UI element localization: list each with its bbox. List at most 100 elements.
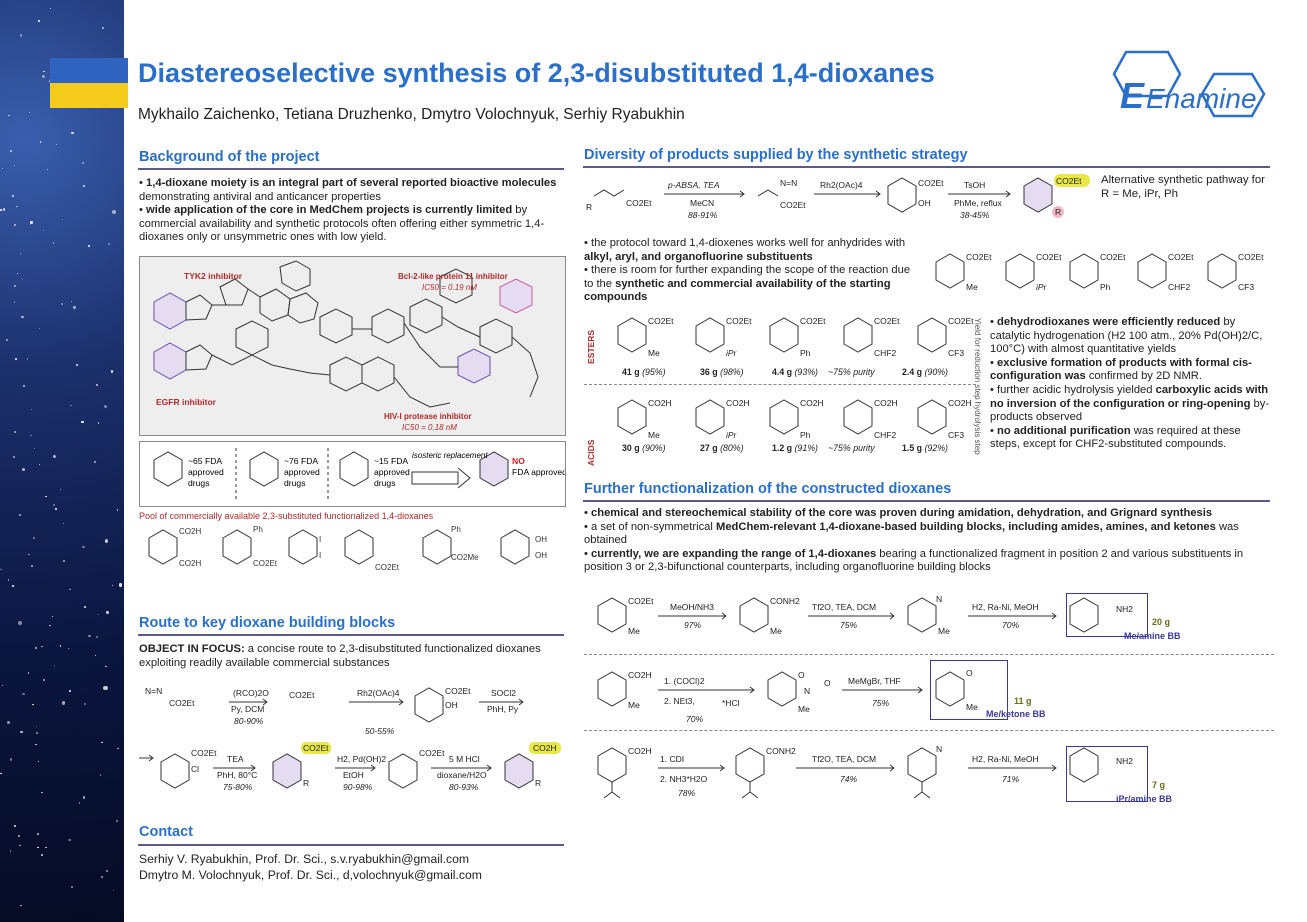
- svg-text:isosteric replacement: isosteric replacement: [412, 451, 488, 460]
- svg-text:R: R: [586, 202, 592, 212]
- star-icon: [83, 184, 86, 188]
- star-icon: [2, 167, 4, 169]
- star-icon: [37, 846, 39, 849]
- star-icon: [101, 741, 103, 744]
- svg-text:I: I: [319, 551, 321, 560]
- svg-text:Me: Me: [628, 700, 640, 710]
- svg-text:iPr: iPr: [1036, 282, 1048, 292]
- acids-label: ACIDS: [586, 439, 596, 466]
- svg-text:CO2Et: CO2Et: [626, 198, 652, 208]
- svg-text:N: N: [936, 594, 942, 604]
- svg-text:CO2Et: CO2Et: [191, 748, 217, 758]
- svg-text:1.2 g (91%): 1.2 g (91%): [772, 443, 818, 453]
- svg-text:NH2: NH2: [1116, 604, 1133, 614]
- star-icon: [17, 835, 20, 838]
- svg-text:CONH2: CONH2: [766, 746, 796, 756]
- star-icon: [9, 850, 12, 852]
- space-sidebar: [0, 0, 124, 922]
- me-ketone-bb-box: [930, 660, 1008, 720]
- star-icon: [59, 488, 61, 491]
- svg-text:CO2H: CO2H: [874, 398, 898, 408]
- star-icon: [54, 507, 57, 511]
- svg-text:2. NEt3,: 2. NEt3,: [664, 696, 695, 706]
- svg-text:CO2Et: CO2Et: [303, 743, 329, 753]
- svg-text:75-80%: 75-80%: [223, 782, 253, 792]
- svg-text:CO2Et: CO2Et: [169, 698, 195, 708]
- svg-text:CO2Me: CO2Me: [451, 553, 479, 562]
- star-icon: [35, 743, 38, 746]
- svg-text:75%: 75%: [840, 620, 857, 630]
- svg-text:CO2Et: CO2Et: [780, 200, 806, 210]
- svg-text:approved: approved: [374, 467, 410, 477]
- svg-text:O: O: [966, 668, 973, 678]
- star-icon: [70, 885, 73, 888]
- star-icon: [37, 19, 40, 22]
- svg-text:CO2H: CO2H: [726, 398, 750, 408]
- star-icon: [53, 504, 55, 507]
- star-icon: [29, 220, 34, 225]
- svg-text:CHF2: CHF2: [874, 430, 896, 440]
- star-icon: [0, 568, 3, 571]
- star-icon: [116, 820, 119, 823]
- star-icon: [21, 315, 24, 319]
- star-icon: [32, 703, 34, 705]
- svg-text:H2, Pd(OH)2: H2, Pd(OH)2: [337, 754, 386, 764]
- svg-text:NH2: NH2: [1116, 756, 1133, 766]
- svg-text:80-90%: 80-90%: [234, 716, 264, 726]
- star-icon: [39, 140, 42, 143]
- svg-text:drugs: drugs: [284, 478, 306, 488]
- star-icon: [93, 461, 96, 464]
- svg-text:97%: 97%: [684, 620, 701, 630]
- svg-text:TYK2 inhibitor: TYK2 inhibitor: [184, 271, 243, 281]
- star-icon: [82, 162, 84, 164]
- me-amine-bb-box: [1066, 593, 1148, 637]
- star-icon: [16, 272, 19, 274]
- svg-text:CO2Et: CO2Et: [375, 563, 400, 572]
- svg-text:~15 FDA: ~15 FDA: [374, 456, 408, 466]
- esters-label: ESTERS: [586, 329, 596, 364]
- svg-text:OH: OH: [535, 551, 547, 560]
- svg-text:CF3: CF3: [948, 348, 964, 358]
- star-icon: [88, 634, 91, 637]
- reduction-bullets: • dehydrodioxanes were efficiently reduc…: [990, 316, 1270, 451]
- star-icon: [22, 468, 26, 471]
- star-icon: [13, 301, 15, 303]
- svg-text:CF3: CF3: [1238, 282, 1254, 292]
- star-icon: [36, 833, 39, 836]
- star-icon: [26, 358, 29, 360]
- star-icon: [49, 7, 52, 10]
- svg-text:2.4 g (90%): 2.4 g (90%): [902, 367, 948, 377]
- svg-text:CONH2: CONH2: [770, 596, 800, 606]
- star-icon: [38, 328, 40, 330]
- star-icon: [117, 747, 119, 750]
- star-icon: [69, 690, 72, 693]
- svg-text:CO2Et: CO2Et: [253, 559, 278, 568]
- svg-text:4.4 g (93%): 4.4 g (93%): [772, 367, 818, 377]
- star-icon: [70, 300, 72, 303]
- ipr-amine-route-drawing: CO2H CONH2 N NH2 1. CDI 2. NH3*H2O 78% T…: [597, 744, 1133, 799]
- svg-text:OH: OH: [535, 535, 547, 544]
- contact-rule: [138, 844, 564, 846]
- star-icon: [46, 168, 48, 170]
- star-icon: [19, 844, 21, 847]
- svg-text:Ph: Ph: [1100, 282, 1111, 292]
- me-ketone-label: Me/ketone BB: [986, 709, 1046, 719]
- star-icon: [62, 219, 64, 221]
- svg-text:IC50 = 0.18 nM: IC50 = 0.18 nM: [402, 423, 457, 432]
- star-icon: [39, 463, 41, 465]
- star-icon: [10, 149, 13, 152]
- svg-text:Tf2O, TEA, DCM: Tf2O, TEA, DCM: [812, 602, 876, 612]
- svg-text:38-45%: 38-45%: [960, 210, 990, 220]
- star-icon: [35, 731, 38, 734]
- star-icon: [18, 514, 21, 517]
- star-icon: [22, 279, 24, 281]
- star-icon: [49, 625, 51, 627]
- svg-text:Me: Me: [648, 348, 660, 358]
- star-icon: [20, 34, 23, 37]
- svg-text:CO2H: CO2H: [800, 398, 824, 408]
- star-icon: [28, 553, 31, 556]
- svg-text:PhMe, reflux: PhMe, reflux: [954, 198, 1002, 208]
- svg-text:O: O: [798, 670, 805, 680]
- star-icon: [22, 384, 26, 388]
